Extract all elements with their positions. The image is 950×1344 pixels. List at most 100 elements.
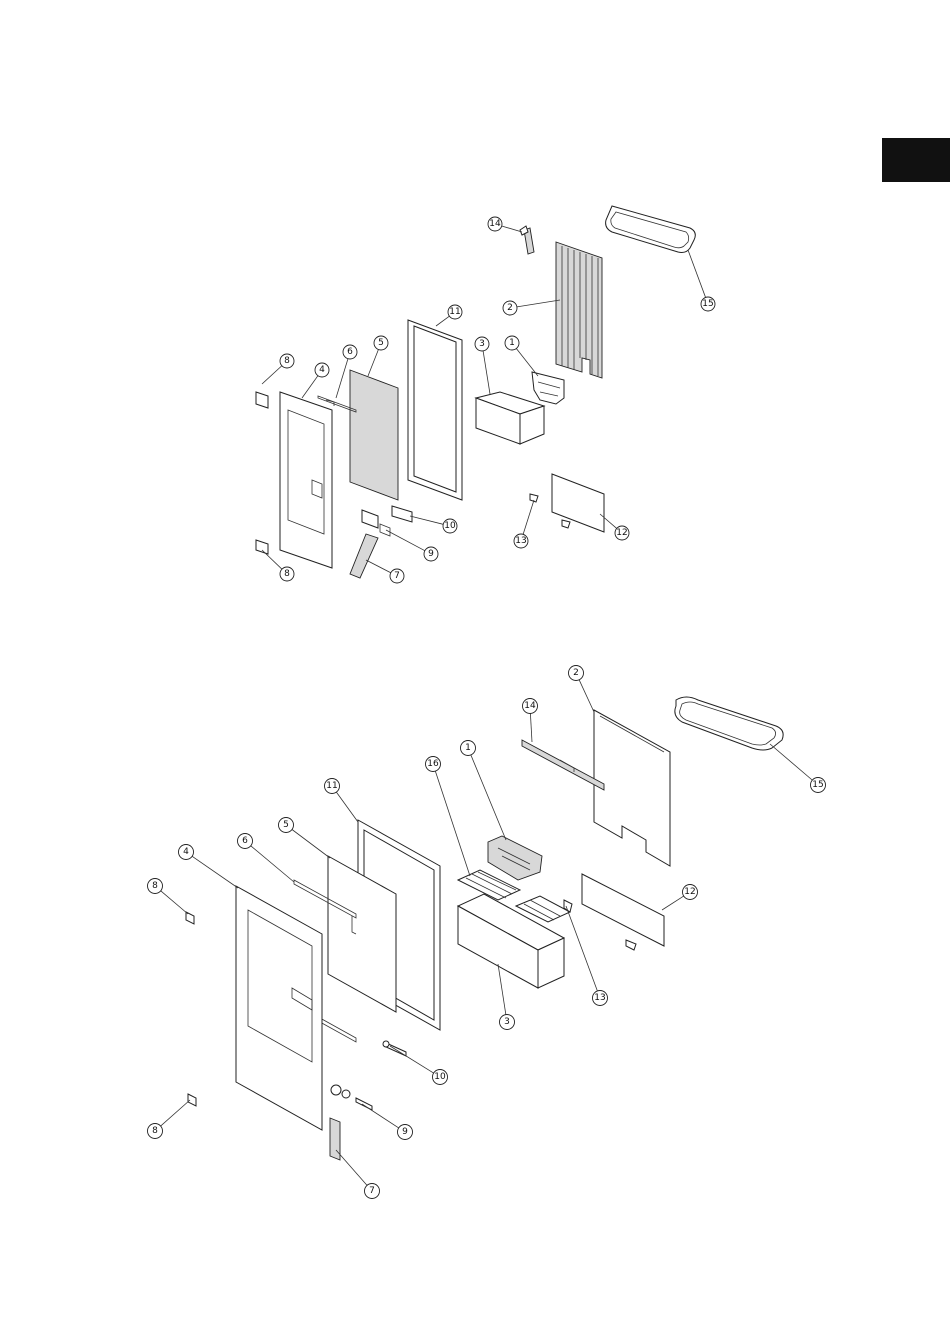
bottom-part-cover-plate xyxy=(582,874,664,946)
callout-label: 7 xyxy=(369,1186,375,1196)
top-part-clip xyxy=(520,226,534,254)
leader-line xyxy=(770,744,812,780)
callout-8: 8 xyxy=(148,879,189,915)
callout-10: 10 xyxy=(390,1046,448,1085)
callout-label: 9 xyxy=(402,1127,408,1137)
callout-label: 8 xyxy=(284,356,290,366)
callout-label: 12 xyxy=(684,887,695,897)
callout-label: 4 xyxy=(319,365,325,375)
leader-line xyxy=(566,906,597,991)
leader-line xyxy=(498,964,506,1015)
leader-line xyxy=(386,530,425,551)
callout-label: 8 xyxy=(152,1126,158,1136)
callout-7: 7 xyxy=(336,1150,380,1199)
callout-8: 8 xyxy=(262,354,294,384)
callout-5: 5 xyxy=(279,818,331,859)
leader-line xyxy=(292,830,330,859)
callout-label: 5 xyxy=(283,820,289,830)
callout-14: 14 xyxy=(523,699,538,743)
leader-line xyxy=(688,250,706,297)
leader-line xyxy=(483,351,490,394)
callout-4: 4 xyxy=(179,845,239,889)
callout-9: 9 xyxy=(362,1104,413,1140)
callout-label: 8 xyxy=(284,569,290,579)
callout-9: 9 xyxy=(386,530,438,561)
callout-12: 12 xyxy=(662,885,698,911)
callout-13: 13 xyxy=(514,500,534,548)
top-part-cover-plate xyxy=(552,474,604,532)
leader-line xyxy=(516,348,538,376)
leader-line xyxy=(436,316,449,326)
callout-label: 15 xyxy=(812,780,823,790)
callout-label: 11 xyxy=(326,781,337,791)
bottom-exploded-view xyxy=(186,697,783,1160)
callout-11: 11 xyxy=(325,779,359,823)
callout-label: 1 xyxy=(465,743,471,753)
leader-line xyxy=(302,376,318,398)
top-part-hinges xyxy=(256,392,268,554)
callout-2: 2 xyxy=(503,300,560,315)
leader-line xyxy=(662,896,684,910)
bottom-part-hinges xyxy=(186,912,196,1106)
callout-2: 2 xyxy=(569,666,595,713)
callout-label: 14 xyxy=(489,219,501,229)
top-part-door-plate xyxy=(280,392,332,568)
callout-8: 8 xyxy=(262,550,294,581)
bottom-part-back-panel xyxy=(594,710,670,866)
callout-10: 10 xyxy=(410,516,457,533)
callout-label: 2 xyxy=(573,668,579,678)
callout-label: 5 xyxy=(378,338,384,348)
top-part-drip-cup xyxy=(532,372,564,404)
top-part-gasket-ring xyxy=(606,206,696,253)
callout-label: 14 xyxy=(524,701,536,711)
leader-line xyxy=(251,846,294,882)
top-part-bushing xyxy=(362,510,390,536)
leader-line xyxy=(262,550,282,569)
callout-label: 13 xyxy=(515,536,526,546)
callout-label: 1 xyxy=(509,338,515,348)
leader-line xyxy=(517,300,560,307)
top-part-frame xyxy=(408,320,462,500)
callout-label: 10 xyxy=(444,521,456,531)
callout-label: 8 xyxy=(152,881,158,891)
top-exploded-view xyxy=(256,206,695,578)
callout-label: 16 xyxy=(427,759,439,769)
callout-label: 2 xyxy=(507,303,513,313)
callout-6: 6 xyxy=(238,834,295,883)
leader-line xyxy=(530,713,532,742)
leader-line xyxy=(502,226,522,232)
bottom-part-drip-unit xyxy=(488,836,542,880)
leader-line xyxy=(362,1104,399,1128)
callout-label: 13 xyxy=(594,993,605,1003)
callout-label: 10 xyxy=(434,1072,446,1082)
callout-16: 16 xyxy=(426,757,471,877)
callout-1: 1 xyxy=(461,741,507,841)
callout-label: 15 xyxy=(702,299,713,309)
leader-line xyxy=(471,755,506,840)
leader-line xyxy=(366,560,391,573)
leader-line xyxy=(368,350,378,376)
leader-line xyxy=(579,680,594,712)
leader-line xyxy=(262,366,282,384)
leader-line xyxy=(192,856,238,888)
bottom-part-handle xyxy=(330,1118,340,1160)
leader-line xyxy=(390,1046,434,1073)
leader-line xyxy=(336,792,358,822)
top-part-handle xyxy=(350,534,378,578)
leader-line xyxy=(435,771,470,876)
callout-label: 9 xyxy=(428,549,434,559)
callout-4: 4 xyxy=(302,363,329,398)
callout-label: 6 xyxy=(347,347,353,357)
leader-line xyxy=(523,500,534,534)
callout-label: 11 xyxy=(449,307,460,317)
bottom-part-bar-bracket xyxy=(522,740,604,790)
leader-line xyxy=(410,516,443,524)
callout-8: 8 xyxy=(148,1100,191,1139)
bottom-part-gasket-ring xyxy=(675,697,783,750)
callout-15: 15 xyxy=(770,744,826,793)
callout-label: 3 xyxy=(504,1017,510,1027)
top-part-flat-panel xyxy=(350,370,398,500)
callout-3: 3 xyxy=(475,337,490,394)
top-part-bracket xyxy=(392,506,412,522)
